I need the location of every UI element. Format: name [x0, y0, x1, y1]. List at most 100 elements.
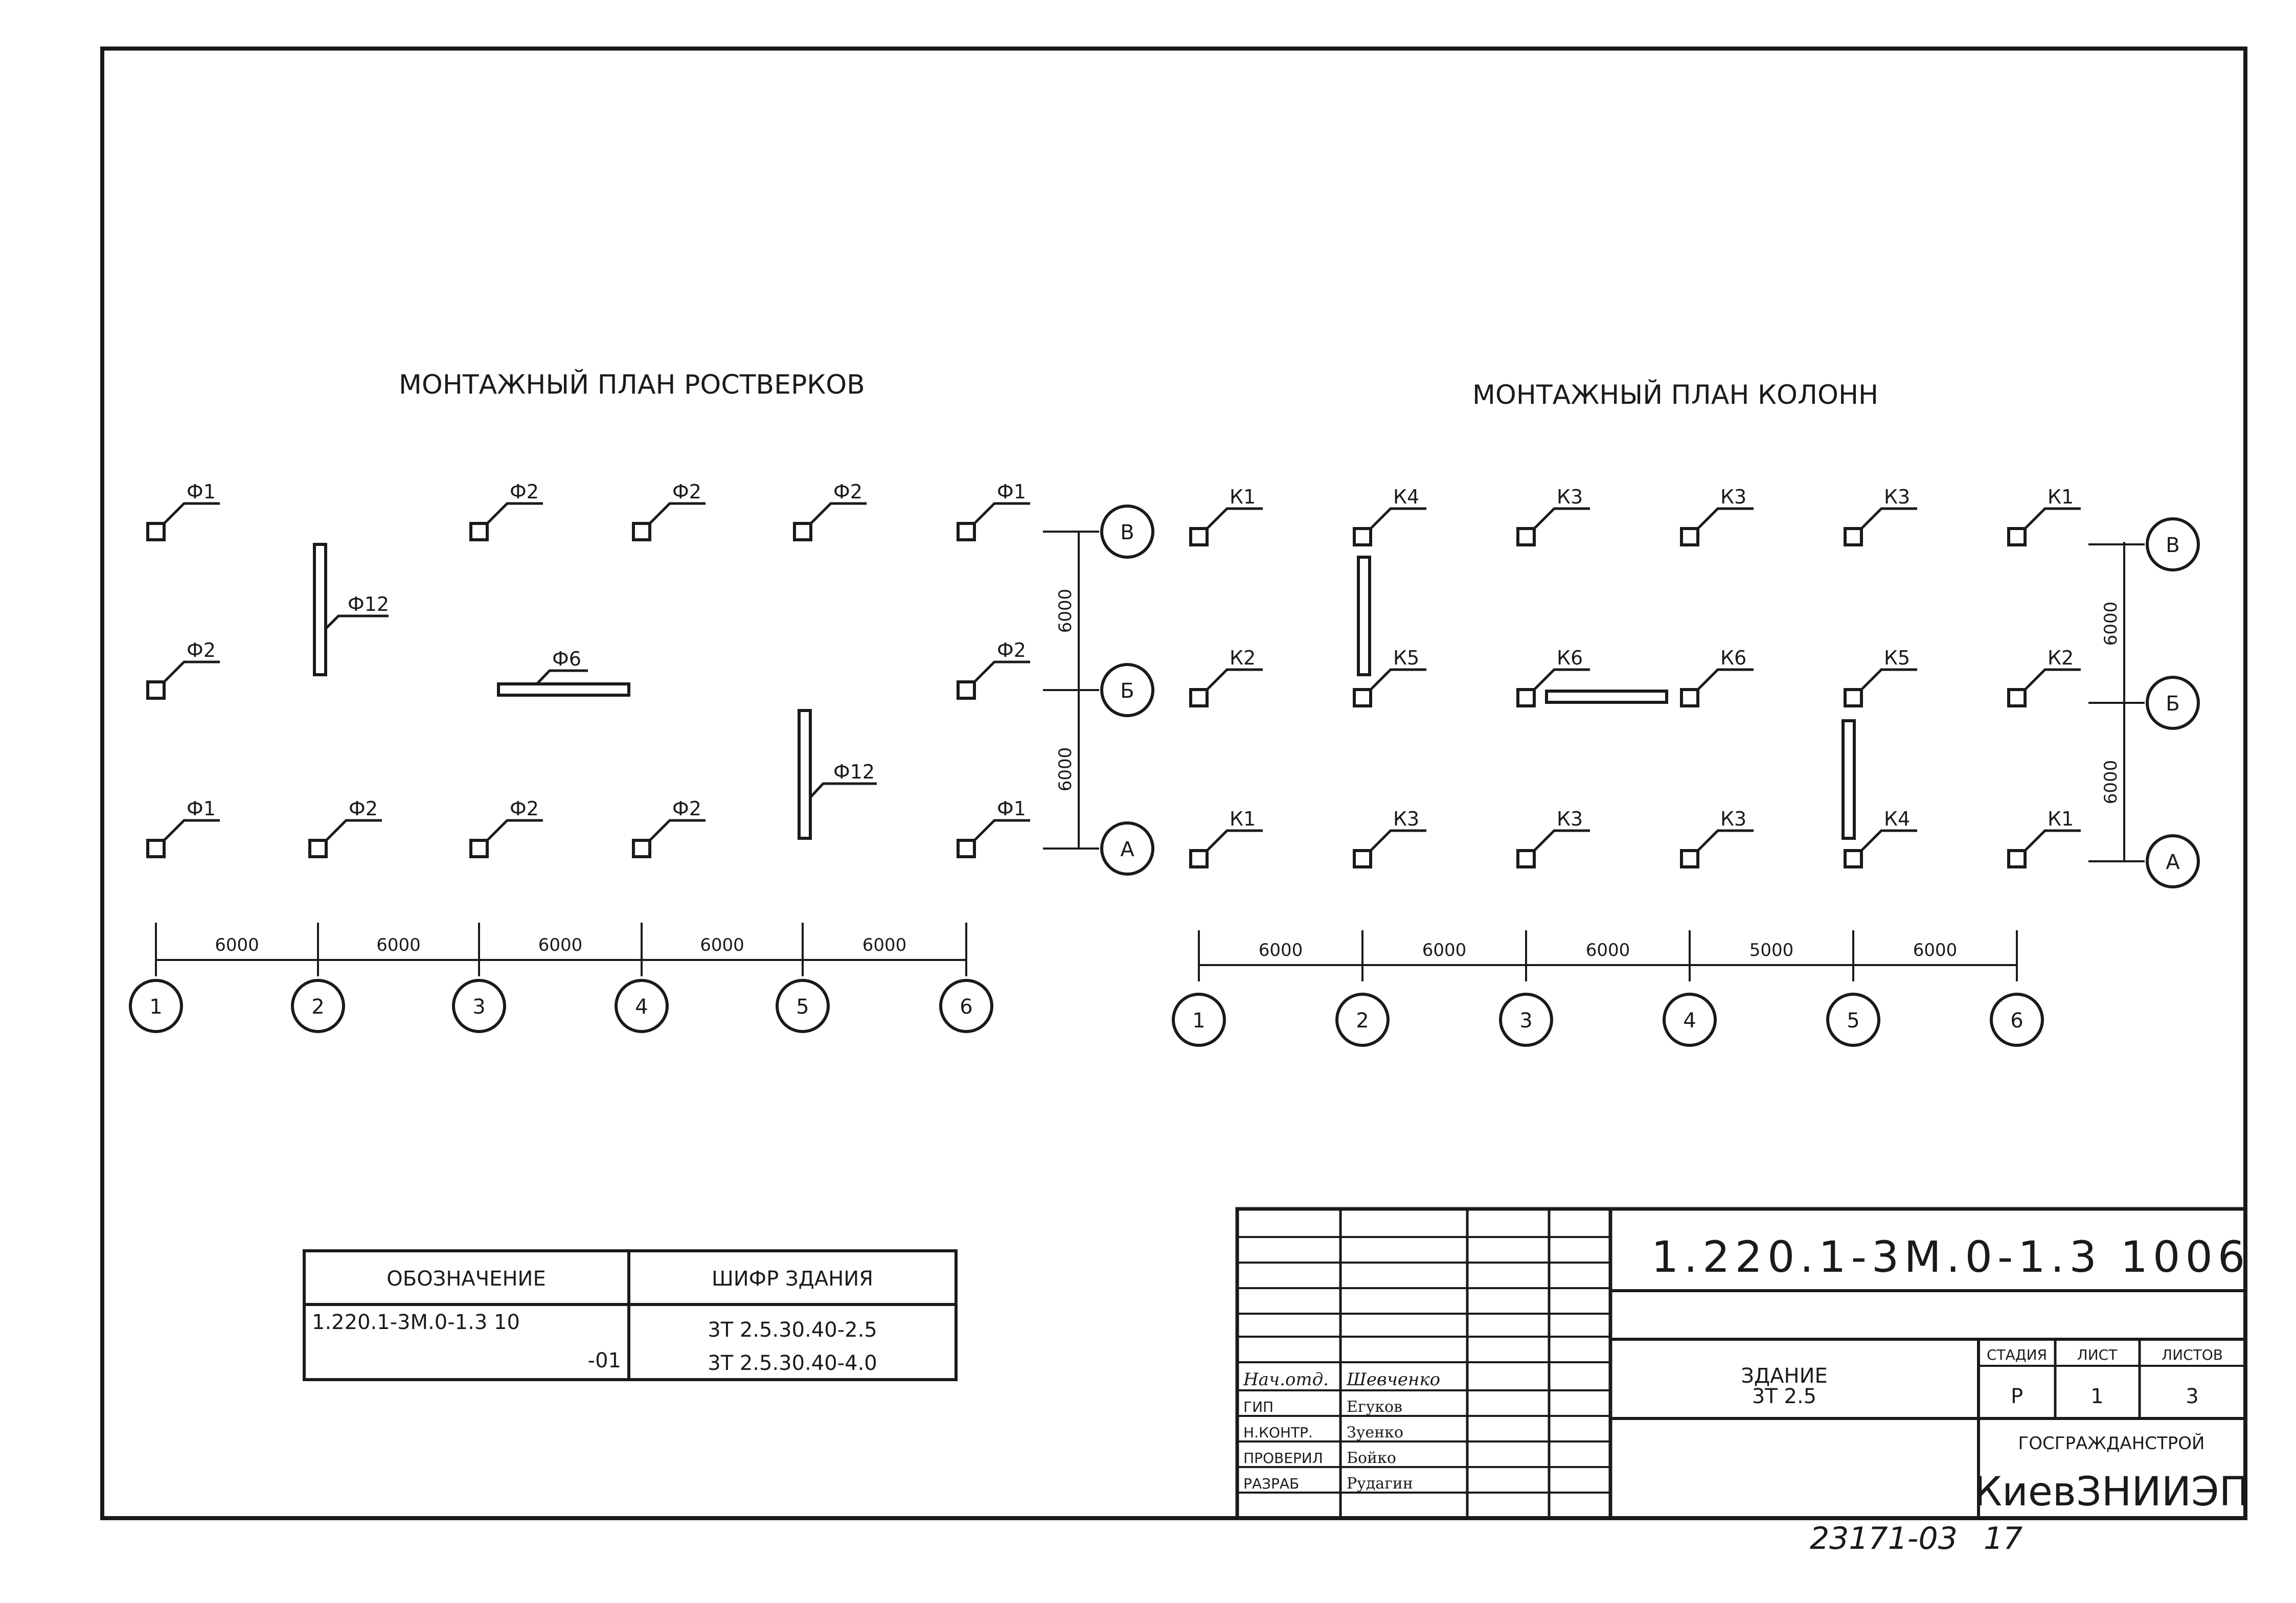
right-row_bot-1-leader	[1370, 829, 1426, 852]
left-mid-0-leader	[163, 660, 220, 683]
left-dim-bottom-2: 6000	[538, 935, 583, 955]
left-bot-1-label: Ф2	[349, 797, 378, 820]
left-top-3-square	[793, 522, 812, 541]
table-designation: 1.220.1-3М.0-1.3 10	[312, 1311, 520, 1334]
sheet-frame	[100, 47, 2247, 1520]
sheets-value: 3	[2186, 1385, 2198, 1408]
stamp-role-1: ГИП	[1243, 1399, 1274, 1415]
right-dim-bottom-2: 6000	[1586, 940, 1630, 960]
left-top-1-label: Ф2	[510, 480, 539, 503]
right-row_bot-1-label: К3	[1393, 808, 1419, 830]
designation-table: ОБОЗНАЧЕНИЕ ШИФР ЗДАНИЯ 1.220.1-3М.0-1.3…	[303, 1249, 958, 1381]
right-row_mid-5-label: К2	[2048, 647, 2074, 669]
left-top-4-leader	[973, 502, 1030, 524]
beam-left-3	[798, 709, 812, 840]
right-row_mid-1-leader	[1370, 668, 1426, 691]
right-row_bot-5-leader	[2024, 829, 2081, 852]
stage-label: СТАДИЯ	[1987, 1346, 2047, 1363]
right-row_mid-2-leader	[1533, 668, 1590, 691]
left-mid-0-square	[146, 680, 166, 700]
right-row_bot-5-label: К1	[2048, 808, 2074, 830]
left-top-3-leader	[810, 502, 867, 524]
right-row_top-5-leader	[2024, 507, 2081, 530]
right-row_bot-0-leader	[1206, 829, 1263, 852]
right-row_top-3-leader	[1697, 507, 1754, 530]
right-row_top-0-label: К1	[1230, 486, 1256, 508]
right-row_top-4-leader	[1860, 507, 1917, 530]
right-axis-y-2-bubble	[2146, 834, 2200, 888]
table-header-code: ШИФР ЗДАНИЯ	[712, 1267, 873, 1291]
stamp-role-4: РАЗРАБ	[1243, 1475, 1299, 1492]
right-row_top-5-label: К1	[2048, 486, 2074, 508]
right-row_mid-3-square	[1680, 688, 1699, 707]
right-row_bot-2-label: К3	[1557, 808, 1583, 830]
left-top-0-leader	[163, 502, 220, 524]
left-dim-bottom-1: 6000	[376, 935, 421, 955]
right-row_bot-3-leader	[1697, 829, 1754, 852]
right-row_top-3-label: К3	[1720, 486, 1746, 508]
left-bot-2-label: Ф2	[510, 797, 539, 820]
right-axis-y-0-bubble	[2146, 517, 2200, 571]
left-top-2-leader	[649, 502, 706, 524]
left-bot-0-leader	[163, 819, 220, 841]
left-axis-x-2-bubble	[452, 979, 506, 1033]
plan-right-title: МОНТАЖНЫЙ ПЛАН КОЛОНН	[1472, 379, 1878, 410]
left-top-4-square	[957, 522, 976, 541]
left-bot-0-square	[146, 839, 166, 858]
right-row_mid-3-label: К6	[1720, 647, 1746, 669]
left-mid-1-label: Ф2	[997, 639, 1026, 661]
left-bot-0-label: Ф1	[187, 797, 216, 820]
table-designation-suffix: -01	[588, 1349, 621, 1372]
right-row_mid-5-leader	[2024, 668, 2081, 691]
right-row_mid-0-leader	[1206, 668, 1263, 691]
left-top-2-square	[632, 522, 651, 541]
right-row_bot-3-label: К3	[1720, 808, 1746, 830]
right-dim-right-1: 6000	[2101, 760, 2121, 805]
left-top-1-square	[469, 522, 489, 541]
left-dim-bottom-0: 6000	[215, 935, 259, 955]
right-row_bot-5-square	[2007, 849, 2027, 868]
org-institute: КиевЗНИИЭП	[1974, 1469, 2249, 1515]
beam-left-1-label: Ф12	[348, 593, 389, 615]
left-axis-x-5-bubble	[939, 979, 993, 1033]
left-top-1-leader	[486, 502, 543, 524]
right-dim-bottom-1: 6000	[1422, 940, 1467, 960]
left-top-0-label: Ф1	[187, 480, 216, 503]
left-bot-4-square	[957, 839, 976, 858]
column-beam-1	[1357, 556, 1371, 676]
stage-value: Р	[2011, 1385, 2023, 1408]
right-axis-x-1-label: 2	[1356, 1009, 1369, 1033]
column-beam-2	[1545, 690, 1668, 704]
right-row_bot-4-leader	[1860, 829, 1917, 852]
right-axis-x-5-bubble	[1990, 993, 2044, 1047]
page-number: 17	[1984, 1521, 2022, 1556]
inventory-number: 23171-03	[1810, 1521, 1958, 1556]
right-row_top-2-leader	[1533, 507, 1590, 530]
left-axis-x-1-label: 2	[311, 995, 324, 1019]
right-dim-bottom-4: 6000	[1913, 940, 1958, 960]
table-header-designation: ОБОЗНАЧЕНИЕ	[387, 1267, 545, 1291]
stamp-role-3: ПРОВЕРИЛ	[1243, 1450, 1323, 1467]
stamp-role-2: Н.КОНТР.	[1243, 1424, 1313, 1441]
left-bot-2-square	[469, 839, 489, 858]
sheet-value: 1	[2090, 1385, 2103, 1408]
right-axis-x-4-bubble	[1826, 993, 1880, 1047]
right-dim-bottom-0: 6000	[1259, 940, 1303, 960]
left-top-4-label: Ф1	[997, 480, 1026, 503]
left-axis-x-2-label: 3	[472, 995, 485, 1019]
left-axis-x-4-label: 5	[796, 995, 809, 1019]
beam-left-1	[313, 543, 327, 676]
right-row_top-0-leader	[1206, 507, 1263, 530]
left-top-3-label: Ф2	[833, 480, 862, 503]
table-code-1: 3Т 2.5.30.40-2.5	[708, 1318, 877, 1342]
right-row_top-2-label: К3	[1557, 486, 1583, 508]
right-row_mid-5-square	[2007, 688, 2027, 707]
beam-left-2-label: Ф6	[552, 648, 581, 670]
left-dim-right-0: 6000	[1055, 589, 1076, 633]
right-axis-x-2-label: 3	[1519, 1009, 1532, 1033]
right-row_bot-0-square	[1189, 849, 1209, 868]
right-row_mid-3-leader	[1697, 668, 1754, 691]
